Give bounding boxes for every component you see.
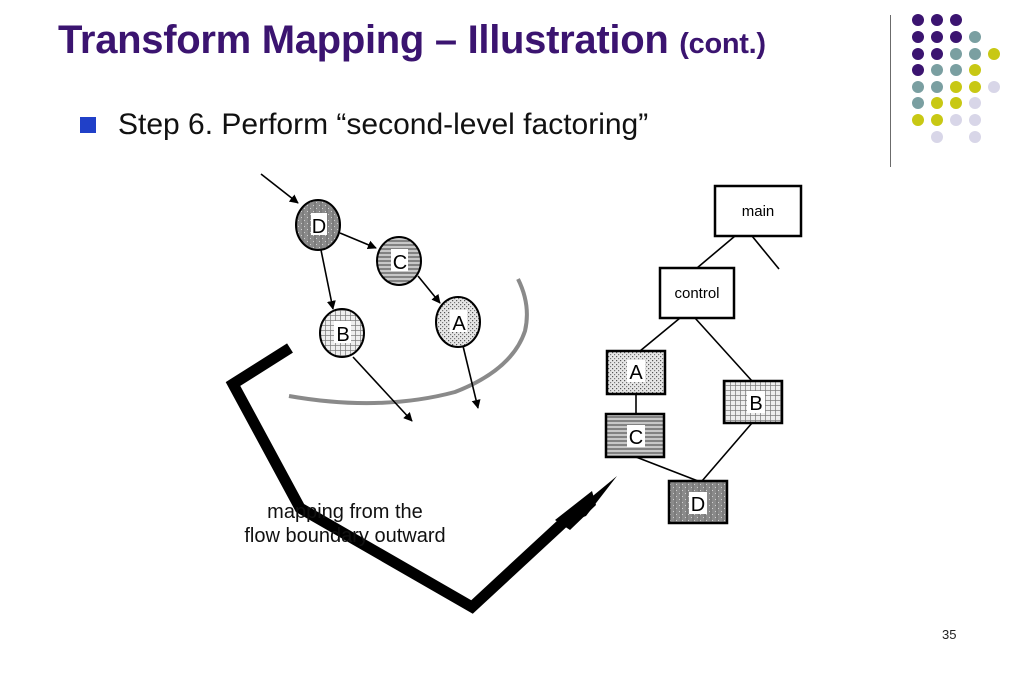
slide-title: Transform Mapping – Illustration (cont.) xyxy=(58,18,766,63)
svg-text:B: B xyxy=(749,393,762,415)
svg-text:D: D xyxy=(691,494,705,516)
module-B: B xyxy=(722,379,784,425)
bullet-marker-icon xyxy=(80,117,96,133)
svg-text:C: C xyxy=(629,427,643,449)
edge-A-out xyxy=(462,345,481,409)
decorative-dot-grid xyxy=(912,14,1000,143)
svg-text:A: A xyxy=(452,313,466,335)
dot-row-4 xyxy=(912,64,981,76)
dot-row-8 xyxy=(931,131,981,143)
bullet-text: Step 6. Perform “second-level factoring” xyxy=(118,108,649,141)
edge-control-B xyxy=(694,317,753,382)
svg-text:C: C xyxy=(393,252,407,274)
module-main: main xyxy=(713,184,803,238)
svg-text:main: main xyxy=(742,203,775,220)
flow-boundary-curve xyxy=(288,278,529,406)
flow-node-A: A xyxy=(435,296,481,348)
edge-C-D xyxy=(635,456,699,482)
svg-text:control: control xyxy=(674,285,719,302)
edge-incoming-D xyxy=(260,173,299,204)
flow-node-D: D xyxy=(295,199,341,251)
mapping-annotation-line1: mapping from the xyxy=(267,501,423,523)
svg-text:D: D xyxy=(312,216,326,238)
edge-control-A xyxy=(639,317,681,352)
svg-text:A: A xyxy=(629,362,643,384)
dot-row-2 xyxy=(912,31,981,43)
dot-row-3 xyxy=(912,48,1000,60)
svg-text:B: B xyxy=(336,324,349,346)
mapping-annotation-line2: flow boundary outward xyxy=(244,525,446,547)
title-suffix: (cont.) xyxy=(679,28,766,60)
mapping-arrow xyxy=(225,343,617,614)
structure-chart-edges xyxy=(635,235,780,482)
dot-row-6 xyxy=(912,97,981,109)
dot-row-7 xyxy=(912,114,981,126)
title-divider xyxy=(890,15,891,167)
module-control: control xyxy=(658,266,736,320)
edge-main-control xyxy=(696,235,736,269)
module-D: D xyxy=(667,479,729,525)
flow-node-B: B xyxy=(319,308,365,358)
module-A: A xyxy=(605,349,667,396)
edge-C-A xyxy=(417,275,441,304)
page-number: 35 xyxy=(942,627,957,642)
mapping-annotation: mapping from the flow boundary outward xyxy=(222,500,468,548)
edge-D-B xyxy=(320,249,336,310)
dot-row-1 xyxy=(912,14,962,26)
bullet-item: Step 6. Perform “second-level factoring” xyxy=(80,108,648,142)
flow-node-C: C xyxy=(376,236,422,286)
edge-B-out xyxy=(352,356,413,422)
module-C: C xyxy=(604,412,666,459)
title-main: Transform Mapping – Illustration xyxy=(58,18,669,62)
edge-B-D xyxy=(701,422,753,482)
edge-D-C xyxy=(339,232,377,250)
flow-graph-edges xyxy=(260,173,481,422)
edge-main-other xyxy=(751,235,780,270)
dot-row-5 xyxy=(912,81,1000,93)
